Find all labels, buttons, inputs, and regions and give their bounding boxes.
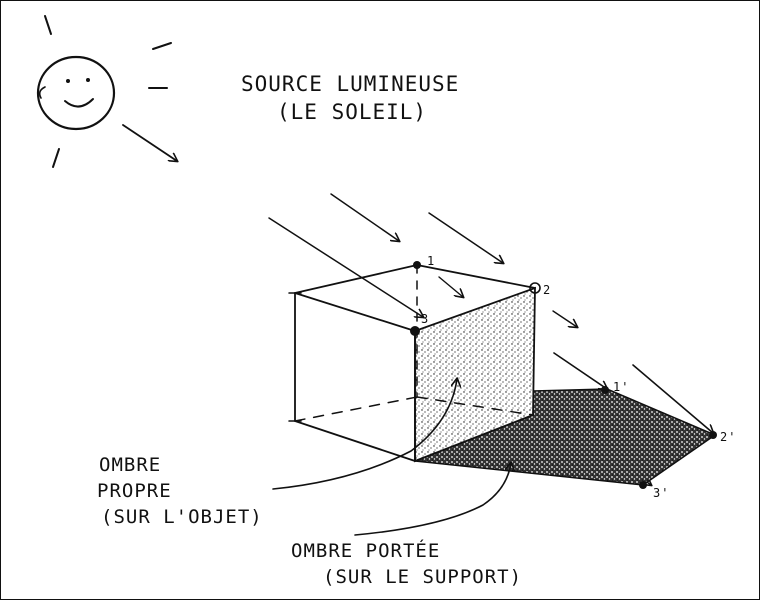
point-2-shadow xyxy=(709,431,717,439)
label-point-1-shadow: 1' xyxy=(613,380,629,394)
label-point-2-shadow: 2' xyxy=(720,430,736,444)
own-shadow-label-line3: (SUR L'OBJET) xyxy=(101,506,263,528)
label-point-3-shadow: 3' xyxy=(653,486,669,500)
point-3 xyxy=(410,326,420,336)
own-shadow-label-line1: OMBRE xyxy=(99,454,161,476)
point-1-shadow xyxy=(601,386,609,394)
source-label-line2: (LE SOLEIL) xyxy=(277,100,427,124)
point-2 xyxy=(529,282,541,294)
own-shadow-pointer xyxy=(272,379,457,490)
source-label-line1: SOURCE LUMINEUSE xyxy=(241,72,459,96)
label-point-2: 2 xyxy=(543,283,551,297)
cast-shadow-pointer xyxy=(354,463,511,536)
own-shadow-label-line2: PROPRE xyxy=(97,480,172,502)
label-point-3: 3 xyxy=(421,312,429,326)
light-rays xyxy=(268,193,713,485)
label-point-1: 1 xyxy=(427,254,435,268)
cast-shadow-label-line1: OMBRE PORTÉE xyxy=(291,539,440,562)
sun-icon xyxy=(36,15,177,168)
cube xyxy=(288,264,536,462)
cast-shadow-label-line2: (SUR LE SUPPORT) xyxy=(323,566,522,588)
point-3-shadow xyxy=(639,481,647,489)
points xyxy=(410,261,717,489)
point-1 xyxy=(413,261,421,269)
